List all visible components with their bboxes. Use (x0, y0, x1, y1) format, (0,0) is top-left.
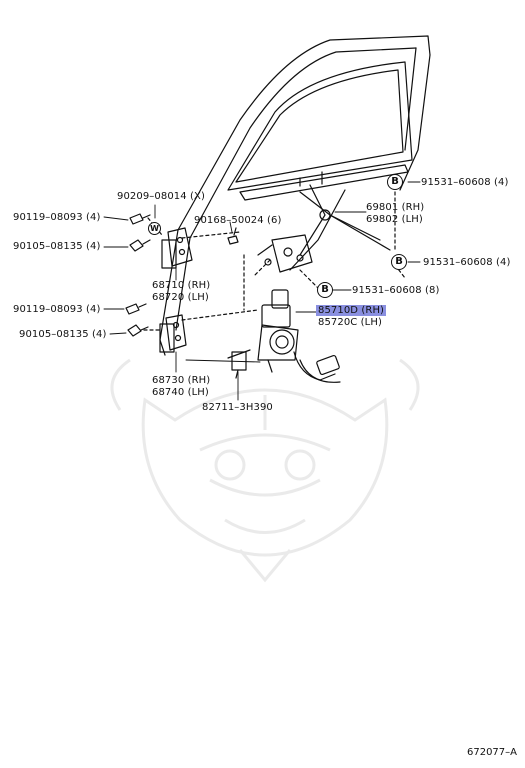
marker-b-1: B (387, 174, 403, 190)
marker-b-2: B (391, 254, 407, 270)
label-90105-bottom: 90105–08135 (4) (19, 329, 107, 340)
regulator-arms (257, 184, 391, 273)
marker-w: W (148, 222, 161, 235)
figure-number: 672077–A (466, 747, 517, 758)
leader-lines (103, 181, 421, 401)
door-frame-outline (159, 35, 431, 356)
lower-hinge (159, 314, 187, 353)
marker-b-3: B (317, 282, 333, 298)
label-69802: 69802 (LH) (366, 214, 423, 225)
label-82711: 82711–3H390 (202, 402, 273, 413)
label-90209: 90209–08014 (X) (117, 191, 205, 202)
label-85710-highlighted[interactable]: 85710D (RH) (316, 305, 387, 316)
label-69801: 69801 (RH) (366, 202, 425, 213)
label-90168: 90168–50024 (6) (194, 215, 282, 226)
label-68740: 68740 (LH) (152, 387, 209, 398)
label-91531-a: 91531–60608 (4) (421, 177, 509, 188)
label-68720: 68720 (LH) (152, 292, 209, 303)
window-motor (257, 289, 341, 383)
label-85720: 85720C (LH) (318, 317, 382, 328)
label-91531-c: 91531–60608 (8) (352, 285, 440, 296)
glass-channel (239, 164, 409, 201)
bolt-set (125, 213, 239, 337)
label-90119-bottom: 90119–08093 (4) (13, 304, 101, 315)
label-68710: 68710 (RH) (152, 280, 211, 291)
label-90119-top: 90119–08093 (4) (13, 212, 101, 223)
label-68730: 68730 (RH) (152, 375, 211, 386)
door-check (227, 349, 251, 379)
upper-hinge (161, 227, 193, 269)
label-90105-top: 90105–08135 (4) (13, 241, 101, 252)
label-91531-b: 91531–60608 (4) (423, 257, 511, 268)
